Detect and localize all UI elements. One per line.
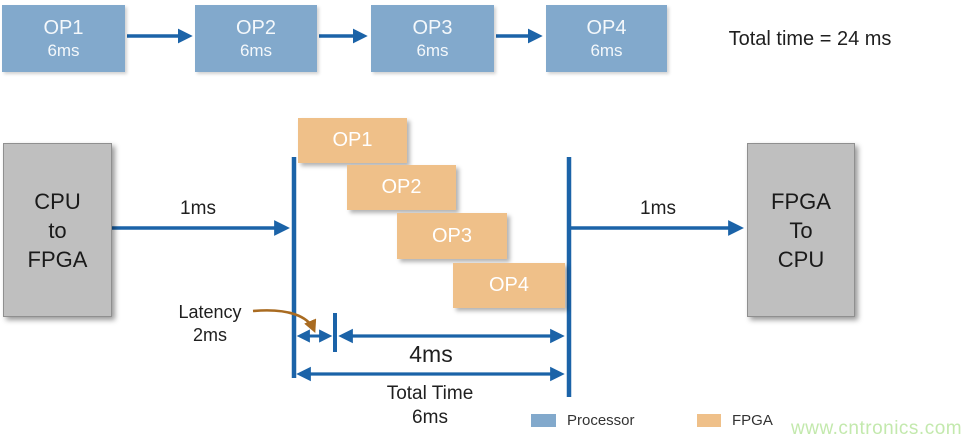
- seq-op1-time: 6ms: [47, 41, 80, 60]
- transfer-in-label: 1ms: [180, 198, 216, 219]
- seq-op2-label: OP2: [235, 17, 277, 39]
- legend-fpga-label: FPGA: [732, 412, 773, 429]
- seq-op4-label: OP4: [586, 17, 627, 39]
- pipe-op2-box: OP2: [347, 165, 456, 210]
- legend-fpga: FPGA: [697, 412, 773, 429]
- transfer-out-label: 1ms: [640, 198, 676, 219]
- legend-processor: Processor: [531, 412, 635, 429]
- seq-op4-time: 6ms: [590, 41, 623, 60]
- latency-label: Latency 2ms: [178, 302, 242, 345]
- seq-op1-label: OP1: [43, 17, 84, 39]
- latency-callout-curve: [252, 309, 317, 333]
- seq-op3-label: OP3: [412, 17, 453, 39]
- legend-processor-label: Processor: [567, 412, 635, 429]
- seq-op1-box: OP1 6ms: [2, 5, 125, 72]
- seq-op3-time: 6ms: [416, 41, 449, 60]
- span-4ms-label: 4ms: [409, 341, 453, 367]
- pipe-op1-box: OP1: [298, 118, 407, 163]
- seq-op2-time: 6ms: [239, 41, 273, 60]
- seq-op2-box: OP2 6ms: [195, 5, 317, 72]
- processor-swatch-icon: [531, 414, 556, 427]
- seq-op4-box: OP4 6ms: [546, 5, 667, 72]
- fpga-swatch-icon: [697, 414, 721, 427]
- cpu-to-fpga-box: CPU to FPGA: [3, 143, 112, 317]
- total-time-label: Total Time 6ms: [386, 383, 474, 428]
- fpga-to-cpu-box: FPGA To CPU: [747, 143, 855, 317]
- pipe-op3-box: OP3: [397, 213, 507, 259]
- watermark-text: www.cntronics.com: [791, 418, 963, 439]
- sequential-total-label: Total time = 24 ms: [728, 28, 892, 50]
- pipe-op4-box: OP4: [453, 263, 565, 308]
- seq-op3-box: OP3 6ms: [371, 5, 494, 72]
